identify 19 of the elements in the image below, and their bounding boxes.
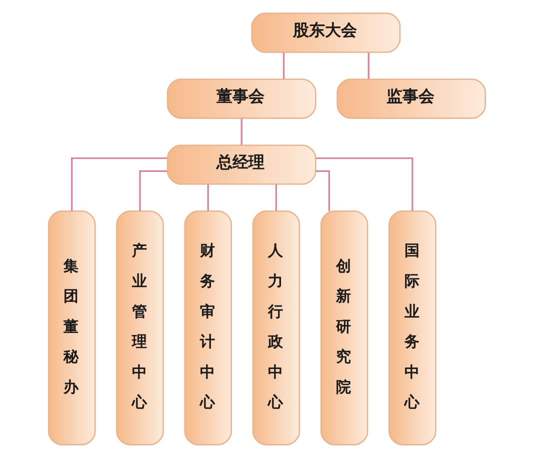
connector bbox=[71, 156, 168, 210]
node-box: 国际业务中心 bbox=[388, 210, 436, 445]
connector bbox=[282, 52, 285, 78]
connector bbox=[316, 156, 414, 210]
node-box: 人力行政中心 bbox=[252, 210, 300, 445]
connector bbox=[368, 52, 370, 78]
node-box: 股东大会 bbox=[251, 12, 401, 52]
node-box: 集团董秘办 bbox=[48, 210, 96, 445]
node-box: 创新研究院 bbox=[320, 210, 368, 445]
node-box: 董事会 bbox=[166, 78, 316, 118]
connector bbox=[139, 170, 168, 211]
connector bbox=[240, 118, 242, 144]
node-box: 监事会 bbox=[336, 78, 486, 118]
node-box: 财务审计中心 bbox=[184, 210, 232, 445]
connector bbox=[275, 184, 278, 210]
connector bbox=[316, 170, 330, 211]
node-box: 产业管理中心 bbox=[116, 210, 164, 445]
connector bbox=[207, 184, 209, 210]
node-box: 总经理 bbox=[166, 144, 316, 184]
